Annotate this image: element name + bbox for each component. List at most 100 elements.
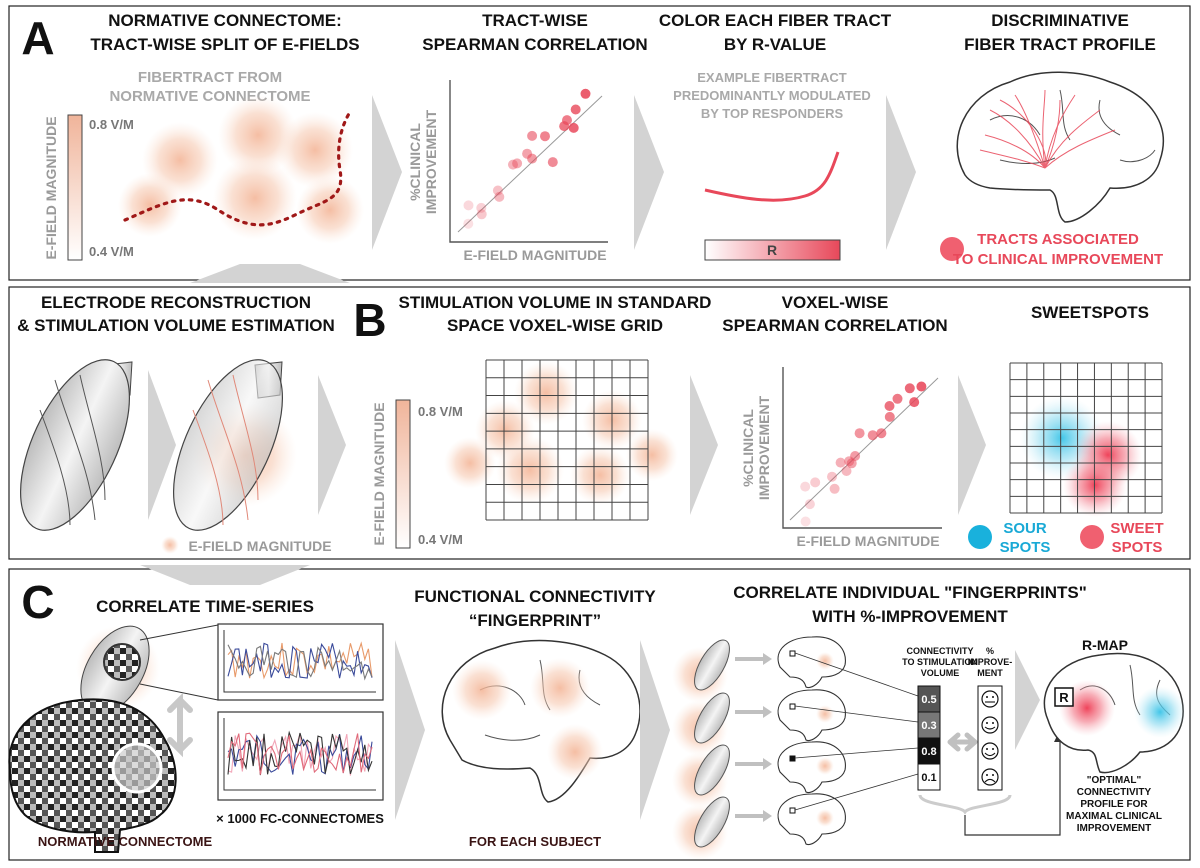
- face-eye: [992, 774, 994, 776]
- improvement-face: [981, 768, 999, 786]
- c-arrow-3: [1015, 650, 1040, 750]
- face-eye: [992, 722, 994, 724]
- subject-link: [794, 747, 919, 759]
- c3-conn-l1: CONNECTIVITY: [906, 646, 973, 656]
- a4-title-l1: DISCRIMINATIVE: [991, 11, 1129, 30]
- ts-line: [227, 732, 373, 775]
- c3-feedback-line: [964, 740, 1061, 836]
- b1-scale-max: 0.8 V/M: [418, 404, 463, 419]
- c3-imp-l2: IMPROVE-: [968, 657, 1013, 667]
- subject-roi: [789, 650, 796, 657]
- c2-title-l1: FUNCTIONAL CONNECTIVITY: [414, 587, 656, 606]
- scatter-point: [527, 153, 538, 164]
- c3-improvement-column: [977, 685, 1003, 791]
- a1-title-l1: NORMATIVE CONNECTOME:: [108, 11, 342, 30]
- a4-legend-l2: TO CLINICAL IMPROVEMENT: [953, 251, 1163, 268]
- b-arrow-2: [690, 375, 718, 515]
- scatter-point: [508, 159, 518, 170]
- scatter-point: [494, 191, 505, 202]
- scatter-point: [463, 200, 474, 211]
- c3-rbox-label: R: [1059, 690, 1069, 705]
- b1-efield-blobs: [444, 361, 678, 505]
- c1-connectome-brain: [8, 698, 177, 853]
- scatter-point: [476, 202, 487, 213]
- face-eye: [992, 696, 994, 698]
- b0-electrode-2: [172, 359, 297, 531]
- a1-title-l2: TRACT-WISE SPLIT OF E-FIELDS: [90, 35, 359, 54]
- a2-xlabel: E-FIELD MAGNITUDE: [463, 247, 606, 263]
- c3-opt-l2: CONNECTIVITY: [1077, 787, 1152, 798]
- c2-title-l2: “FINGERPRINT”: [469, 611, 601, 630]
- b2-title-l2: SPEARMAN CORRELATION: [722, 316, 947, 335]
- a4-brain: [956, 71, 1165, 223]
- c3-conn-l2: TO STIMULATION: [902, 657, 978, 667]
- c2-blob-1: [452, 660, 512, 720]
- c3-rmap-blue: [1134, 686, 1186, 738]
- face-mouth: [984, 752, 996, 757]
- scatter-point: [492, 185, 503, 196]
- b3-sweet-dot: [1080, 525, 1104, 549]
- a4-legend-dot: [940, 237, 964, 261]
- b3-sour-l2: SPOTS: [1000, 539, 1051, 556]
- a2-title-l2: SPEARMAN CORRELATION: [422, 35, 647, 54]
- a3-title-l2: BY R-VALUE: [724, 35, 826, 54]
- panel-a-letter: A: [21, 12, 54, 64]
- panel-b-step1: STIMULATION VOLUME IN STANDARD SPACE VOX…: [371, 293, 718, 549]
- ts-line: [227, 730, 373, 776]
- face-eye: [986, 722, 988, 724]
- a3-title-l1: COLOR EACH FIBER TRACT: [659, 11, 892, 30]
- ab-connector: [190, 264, 350, 283]
- scatter-point: [884, 411, 895, 422]
- scatter-point: [850, 451, 861, 461]
- face-eye: [986, 774, 988, 776]
- c2-blob-3: [547, 724, 603, 780]
- panel-b-step2: VOXEL-WISE SPEARMAN CORRELATION %CLINICA…: [722, 293, 986, 549]
- subject-brain: [777, 741, 846, 794]
- a2-fit-line: [457, 95, 603, 233]
- subject-brain: [777, 689, 846, 742]
- c1-roi-circle: [103, 643, 141, 681]
- subject-arrow-head: [763, 653, 772, 665]
- c1-connector-line-1: [139, 624, 219, 641]
- subject-fingerprint: [816, 705, 834, 723]
- b0-arrow: [148, 370, 176, 520]
- b3-title: SWEETSPOTS: [1031, 303, 1149, 322]
- b1-title-l2: SPACE VOXEL-WISE GRID: [447, 316, 663, 335]
- subject-roi: [789, 807, 796, 814]
- conn-value: 0.1: [921, 772, 936, 784]
- b0-title-l1: ELECTRODE RECONSTRUCTION: [41, 293, 311, 312]
- b2-ylabel-l2: IMPROVEMENT: [756, 395, 772, 500]
- panel-b-step3: SWEETSPOTS SOUR SPOTS SWEET SPOTS: [968, 303, 1164, 556]
- c3-opt-l3: PROFILE FOR: [1080, 799, 1148, 810]
- face-eye: [992, 748, 994, 750]
- b-arrow-1: [318, 375, 346, 515]
- a3-example-tract: [704, 151, 840, 202]
- ts-axes: [223, 630, 376, 693]
- b2-xlabel: E-FIELD MAGNITUDE: [796, 533, 939, 549]
- scatter-point: [800, 516, 811, 527]
- face-eye: [986, 748, 988, 750]
- improvement-face: [981, 742, 999, 760]
- c1-brain-roi: [111, 742, 163, 794]
- c3-imp-l1: %: [986, 646, 994, 656]
- scatter-point: [854, 428, 865, 439]
- face-mouth: [984, 778, 996, 783]
- conn-value: 0.3: [921, 720, 936, 732]
- scatter-point: [835, 457, 846, 468]
- scatter-point: [547, 157, 558, 168]
- subject-fingerprint: [816, 809, 834, 827]
- subject-electrode: [694, 796, 730, 848]
- b3-sweet-l2: SPOTS: [1112, 539, 1163, 556]
- b1-scale-bar: [395, 399, 411, 549]
- b0-legend-dot: [161, 536, 179, 554]
- a1-scale-min: 0.4 V/M: [89, 244, 134, 259]
- c1-timeseries-2: [223, 718, 376, 791]
- c3-imp-l3: MENT: [977, 668, 1003, 678]
- b0-title-l2: & STIMULATION VOLUME ESTIMATION: [17, 316, 335, 335]
- scatter-point: [909, 397, 920, 408]
- a2-ylabel-l1: %CLINICAL: [407, 123, 423, 201]
- c3-opt-l1: "OPTIMAL": [1087, 775, 1142, 786]
- c1-fc-label: × 1000 FC-CONNECTOMES: [216, 811, 384, 826]
- a3-colorbar: [704, 239, 841, 261]
- scatter-point: [892, 393, 903, 404]
